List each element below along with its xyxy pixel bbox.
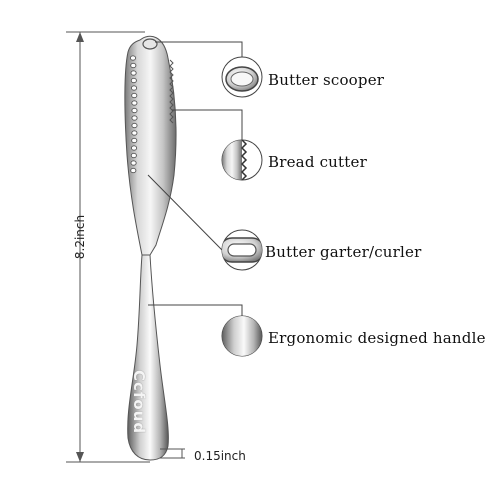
- thickness-dimension-label: 0.15inch: [194, 449, 246, 463]
- height-dimension-line: [66, 31, 150, 463]
- curler-hole: [131, 107, 138, 114]
- curler-hole: [129, 55, 137, 61]
- curler-hole: [130, 167, 137, 174]
- butter-scooper-detail-icon: [221, 56, 263, 98]
- curler-hole: [131, 122, 138, 129]
- curler-hole: [131, 85, 138, 91]
- curler-hole: [131, 145, 138, 151]
- curler-hole: [131, 137, 138, 144]
- curler-hole: [130, 77, 137, 84]
- handle-detail-icon: [221, 315, 263, 357]
- scooper-hole: [142, 38, 158, 50]
- curler-hole: [130, 160, 137, 166]
- ergonomic-handle-label: Ergonomic designed handle: [268, 329, 486, 347]
- bread-cutter-label: Bread cutter: [268, 153, 367, 171]
- serrated-edge: [169, 59, 174, 124]
- butter-knife: [124, 35, 185, 461]
- curler-hole: [131, 92, 138, 99]
- butter-garter-label: Butter garter/curler: [265, 243, 422, 261]
- brand-engraving: Ccfoud: [130, 370, 148, 435]
- curler-holes: [129, 55, 138, 174]
- curler-hole: [131, 130, 138, 136]
- curler-hole: [130, 152, 137, 159]
- serrated-edge-detail-icon: [221, 139, 263, 181]
- leader-lines: [147, 41, 243, 316]
- height-dimension-label: 8.2inch: [73, 214, 87, 260]
- curler-hole: [130, 70, 137, 76]
- curler-hole: [131, 115, 138, 121]
- butter-scooper-label: Butter scooper: [268, 71, 385, 89]
- knife-handle: [127, 254, 169, 461]
- curler-hole: [131, 100, 138, 106]
- curler-hole-detail-icon: [221, 229, 263, 271]
- curler-hole: [130, 62, 137, 69]
